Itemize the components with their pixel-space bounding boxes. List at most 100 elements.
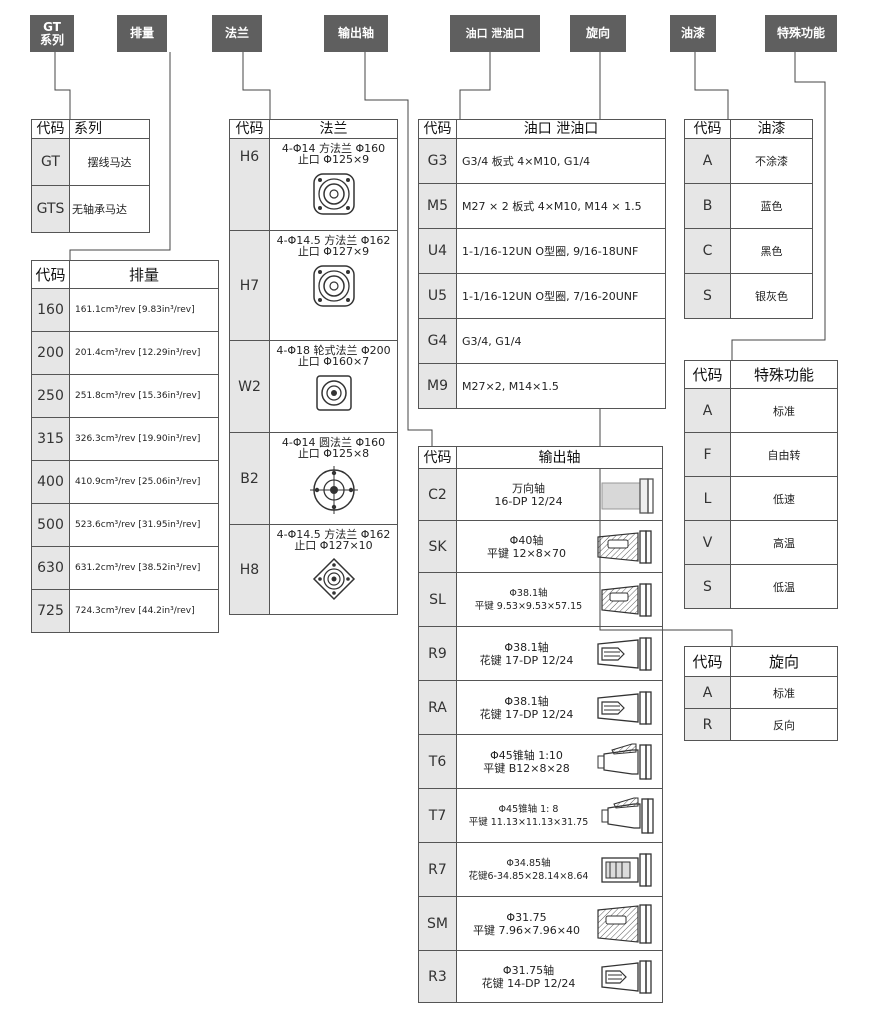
code-cell: H7 (229, 230, 270, 341)
code-cell: 725 (31, 589, 70, 633)
square-flange-icon (312, 265, 355, 307)
spline-shaft-icon (597, 690, 652, 725)
code-cell: SK (418, 520, 457, 573)
shaft-spec: 花键 17-DP 12/24 (479, 707, 574, 721)
code-cell: F (684, 432, 731, 477)
code-cell: R3 (418, 950, 457, 1003)
shaft-desc: Φ38.1轴 (504, 640, 549, 654)
key-shaft-icon (601, 582, 652, 617)
code-cell: C2 (418, 468, 457, 521)
shaft-spec: 16-DP 12/24 (494, 494, 563, 508)
flange-pilot: 止口 Φ127×9 (297, 245, 370, 258)
col-code: 代码 (418, 119, 457, 139)
shaft-spec: 平键 11.13×11.13×31.75 (468, 816, 589, 828)
shaft-cell: Φ38.1轴花键 17-DP 12/24 (456, 680, 663, 735)
shaft-cell: Φ34.85轴花键6-34.85×28.14×8.64 (456, 842, 663, 897)
shaft-cell: Φ38.1轴平键 9.53×9.53×57.15 (456, 572, 663, 627)
header-rotation: 旋向 (570, 15, 626, 52)
code-cell: 400 (31, 460, 70, 504)
shaft-desc: Φ38.1轴 (509, 587, 548, 599)
shaft-spec: 平键 7.96×7.96×40 (473, 923, 580, 937)
round-flange-icon (309, 466, 358, 514)
cardan-shaft-icon (601, 477, 654, 514)
code-cell: T6 (418, 734, 457, 789)
paint-value: 不涂漆 (730, 138, 813, 184)
shaft-desc: 万向轴 (512, 481, 545, 495)
shaft-cell: Φ38.1轴花键 17-DP 12/24 (456, 626, 663, 681)
code-cell: U4 (418, 228, 457, 274)
code-cell: L (684, 476, 731, 521)
code-cell: S (684, 273, 731, 319)
col-port: 油口 泄油口 (456, 119, 666, 139)
series-value: 无轴承马达 (69, 185, 150, 233)
special-value: 自由转 (730, 432, 838, 477)
taper-shaft-icon (597, 743, 652, 780)
displacement-value: 724.3cm³/rev [44.2in³/rev] (69, 589, 219, 633)
wheel-flange-icon (315, 375, 352, 411)
code-cell: B (684, 183, 731, 229)
displacement-value: 201.4cm³/rev [12.29in³/rev] (69, 331, 219, 375)
code-cell: 250 (31, 374, 70, 418)
col-special: 特殊功能 (730, 360, 838, 389)
shaft-spec: 平键 B12×8×28 (483, 761, 570, 775)
flange-desc: 4-Φ14 圆法兰 Φ160 (281, 436, 386, 449)
flange-desc: 4-Φ18 轮式法兰 Φ200 (276, 344, 391, 357)
key-shaft-icon (597, 903, 652, 944)
code-cell: R7 (418, 842, 457, 897)
code-cell: M5 (418, 183, 457, 229)
code-cell: SM (418, 896, 457, 951)
special-value: 标准 (730, 388, 838, 433)
spline-shaft-icon (601, 959, 652, 994)
code-cell: H8 (229, 524, 270, 615)
displacement-value: 251.8cm³/rev [15.36in³/rev] (69, 374, 219, 418)
code-cell: R (684, 708, 731, 741)
col-code: 代码 (684, 646, 731, 677)
shaft-spec: 花键 14-DP 12/24 (481, 976, 576, 990)
header-displacement: 排量 (117, 15, 167, 52)
special-value: 低温 (730, 564, 838, 609)
shaft-cell: Φ40轴平键 12×8×70 (456, 520, 663, 573)
square-flange-icon (312, 173, 355, 215)
displacement-value: 326.3cm³/rev [19.90in³/rev] (69, 417, 219, 461)
code-cell: G3 (418, 138, 457, 184)
col-code: 代码 (684, 119, 731, 139)
code-cell: 630 (31, 546, 70, 590)
col-code: 代码 (31, 119, 70, 139)
code-cell: R9 (418, 626, 457, 681)
col-flange: 法兰 (269, 119, 398, 139)
col-rotation: 旋向 (730, 646, 838, 677)
rotation-value: 反向 (730, 708, 838, 741)
displacement-value: 523.6cm³/rev [31.95in³/rev] (69, 503, 219, 547)
shaft-desc: Φ45锥轴 1:10 (490, 748, 563, 762)
port-value: M27 × 2 板式 4×M10, M14 × 1.5 (456, 183, 666, 229)
flange-desc: 4-Φ14 方法兰 Φ160 (281, 142, 386, 155)
shaft-desc: Φ38.1轴 (504, 694, 549, 708)
paint-value: 黑色 (730, 228, 813, 274)
shaft-desc: Φ40轴 (509, 533, 544, 547)
shaft-desc: Φ34.85轴 (506, 857, 551, 869)
spline-shaft-icon (601, 852, 652, 887)
code-cell: C (684, 228, 731, 274)
special-value: 低速 (730, 476, 838, 521)
col-code: 代码 (684, 360, 731, 389)
code-cell: GTS (31, 185, 70, 233)
code-cell: U5 (418, 273, 457, 319)
col-code: 代码 (418, 446, 457, 469)
header-shaft: 输出轴 (324, 15, 388, 52)
series-value: 摆线马达 (69, 138, 150, 186)
code-cell: 500 (31, 503, 70, 547)
flange-desc: 4-Φ14.5 方法兰 Φ162 (276, 234, 391, 247)
